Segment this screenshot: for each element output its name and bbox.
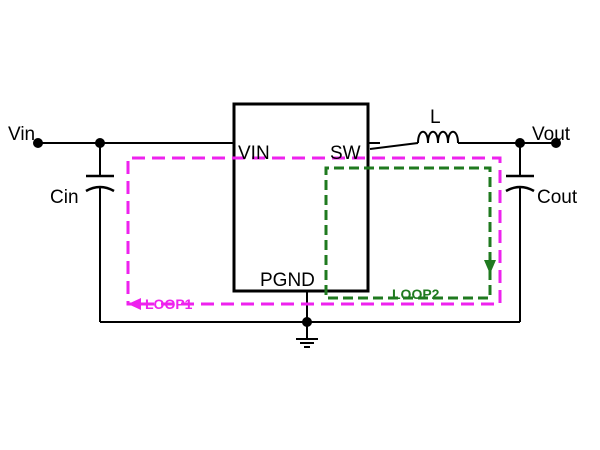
loop1-arrow-icon [128,298,141,310]
wire-sw-to-inductor [369,142,419,150]
vin-terminal-label: Vin [8,124,35,145]
ic-body [232,102,370,293]
ic-pgnd-pin-label: PGND [260,270,315,291]
loop1-label: LOOP1 [145,296,193,312]
vin-terminal-dot [33,138,43,148]
vout-terminal-label: Vout [532,124,571,145]
loop2-label: LOOP2 [392,286,440,302]
ic-sw-pin-label: SW [330,143,361,164]
loop2-arrow-icon [484,260,496,274]
inductor-coil [417,130,459,144]
loop2-path [324,166,492,300]
cout-label: Cout [537,187,578,208]
cin-label: Cin [50,187,79,208]
ic-vin-pin-label: VIN [238,143,270,164]
vout-terminal-dot [551,138,561,148]
inductor-label: L [430,107,441,128]
